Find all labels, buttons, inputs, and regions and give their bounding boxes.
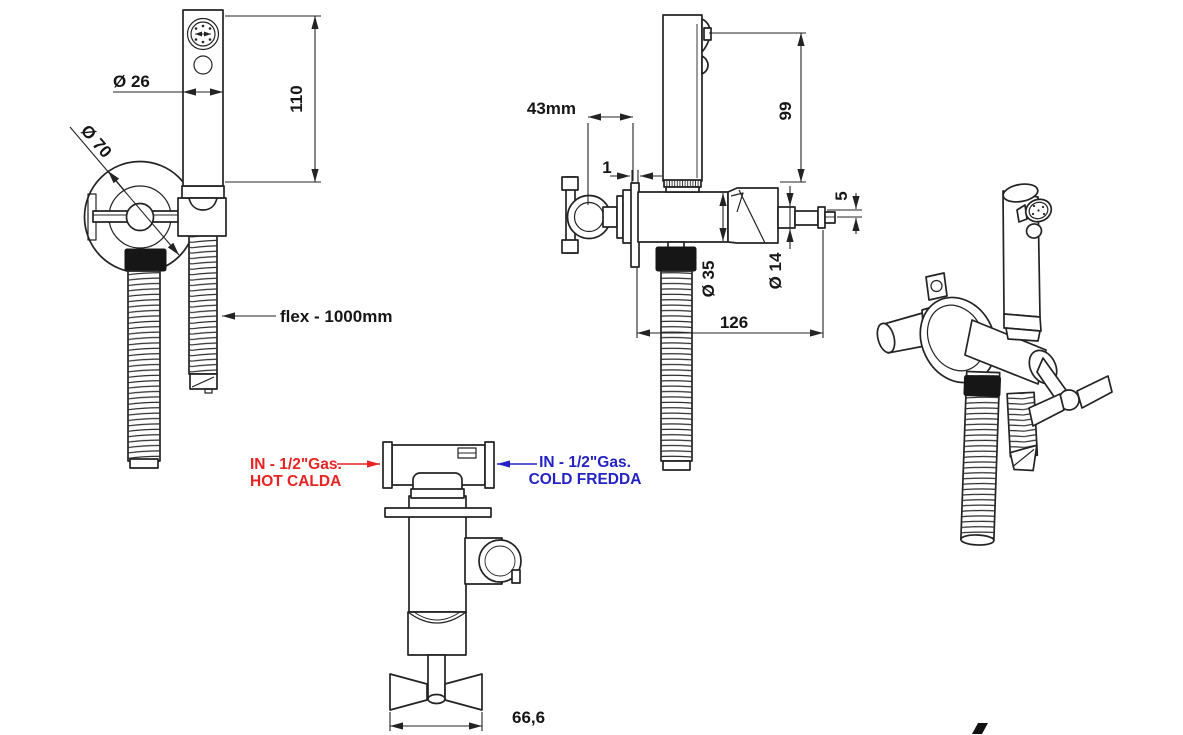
d126-label: 126 xyxy=(720,313,748,332)
top-view: IN - 1/2"Gas. HOT CALDA IN - 1/2"Gas. CO… xyxy=(250,441,641,731)
h110-label: 110 xyxy=(287,85,306,112)
shower-button xyxy=(193,55,213,75)
d43-label: 43mm xyxy=(527,99,576,118)
flex-hose-short xyxy=(188,230,218,394)
hot-inlet-callout: IN - 1/2"Gas. HOT CALDA xyxy=(250,456,380,490)
dimension-outlet-diameter: Ø 14 xyxy=(766,186,794,289)
hose-short-perspective xyxy=(1006,391,1039,472)
front-view: Ø 26 110 Ø 70 flex - 1000mm xyxy=(69,9,392,469)
handshower-front xyxy=(182,9,224,187)
mount-tab xyxy=(925,272,948,301)
handle-hub xyxy=(125,202,155,232)
handshower-side xyxy=(662,14,712,193)
dimension-outlet-step: 5 xyxy=(827,191,862,234)
hose-nut xyxy=(124,248,167,272)
hose-nut-side xyxy=(655,246,697,272)
bonnet-top-view xyxy=(407,611,467,656)
d35-label: Ø 35 xyxy=(699,261,718,298)
hot-label-2: HOT CALDA xyxy=(250,473,341,490)
hose-long-perspective xyxy=(960,370,1002,546)
button-profile xyxy=(701,55,709,75)
flex-hose-long xyxy=(127,270,161,469)
handle-stem xyxy=(602,206,618,228)
dimension-head-diameter: Ø 26 xyxy=(113,72,223,96)
shower-holder xyxy=(181,185,225,199)
hot-label-1: IN - 1/2"Gas. xyxy=(250,456,342,473)
cold-label-1: IN - 1/2"Gas. xyxy=(539,454,631,471)
flex-hose-side xyxy=(660,270,693,471)
wall-plate-top xyxy=(384,507,492,518)
button-perspective xyxy=(1025,223,1043,239)
d14-label: Ø 14 xyxy=(766,252,785,289)
dimension-plate-thickness: 1 xyxy=(602,158,662,183)
valve-body-side xyxy=(637,191,729,243)
dimension-head-length: 99 xyxy=(709,32,806,183)
valve-chamfer xyxy=(727,187,779,244)
dimension-head-height: 110 xyxy=(225,15,321,183)
wing-right-perspective xyxy=(1076,375,1113,409)
dimension-body-diameter: Ø 35 xyxy=(699,193,727,298)
side-view: 43mm 1 99 5 Ø 35 xyxy=(527,14,862,471)
cold-inlet-port xyxy=(484,441,495,489)
d1-label: 1 xyxy=(602,158,611,177)
dimension-total-depth: 126 xyxy=(636,230,824,338)
d5-label: 5 xyxy=(832,191,851,200)
cold-label-2: COLD FREDDA xyxy=(529,471,642,488)
handshower-perspective xyxy=(1002,183,1053,342)
outlet-spout xyxy=(777,206,836,229)
dia26-label: Ø 26 xyxy=(113,72,150,91)
flex-label: flex - 1000mm xyxy=(280,307,392,326)
dimension-wall-offset: 43mm xyxy=(527,99,634,205)
handle-stem-top xyxy=(427,654,446,700)
handle-wing-right xyxy=(444,673,483,711)
logo-fragment xyxy=(972,723,988,734)
flex-hose-callout: flex - 1000mm xyxy=(222,307,392,326)
perspective-view xyxy=(876,183,1113,546)
dimension-handle-width: 66,6 xyxy=(389,708,545,731)
d99-label: 99 xyxy=(776,102,795,121)
hot-inlet-port xyxy=(382,441,393,489)
handle-wing-left xyxy=(389,673,428,711)
d666-label: 66,6 xyxy=(512,708,545,727)
spray-face-icon xyxy=(186,17,220,51)
wing-left-perspective xyxy=(1028,393,1065,427)
cold-inlet-callout: IN - 1/2"Gas. COLD FREDDA xyxy=(497,454,641,488)
